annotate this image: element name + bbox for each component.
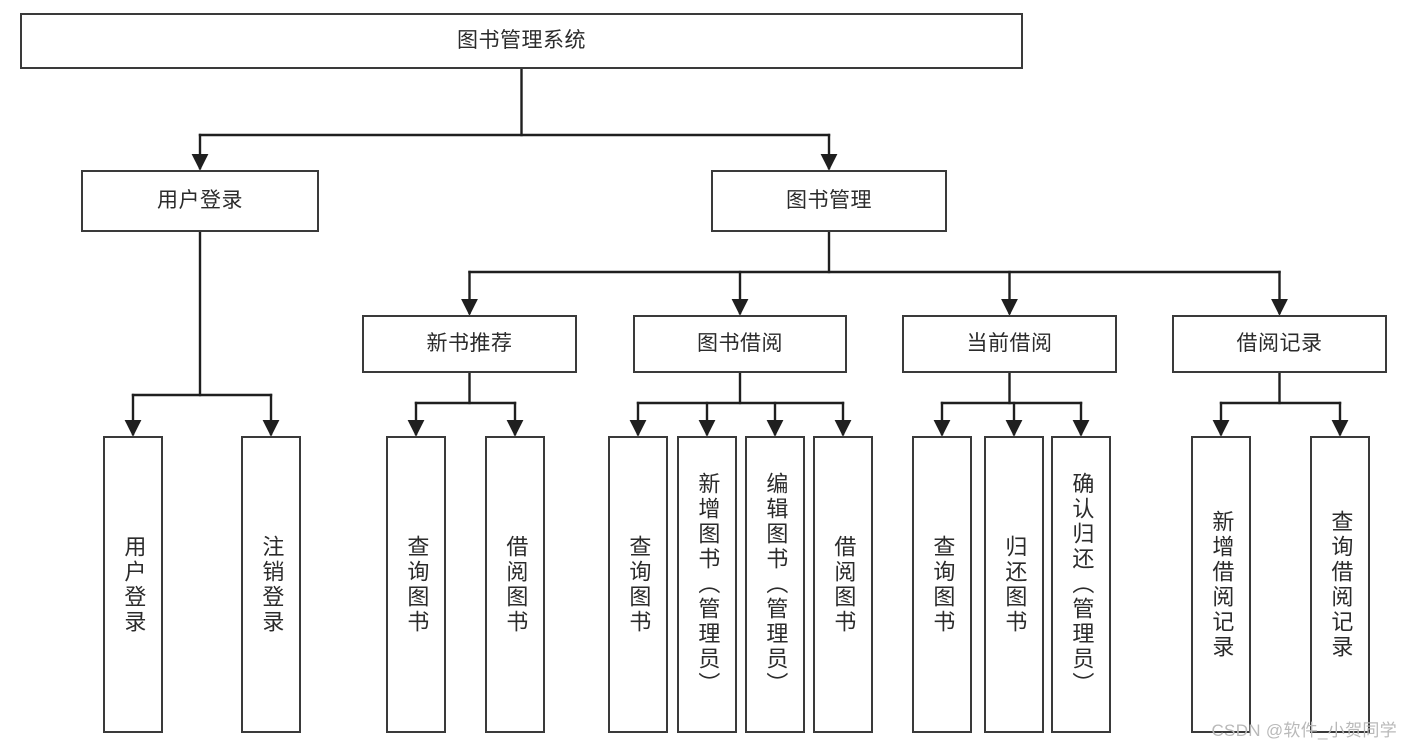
node-book-borrow[interactable]: 图书借阅 (633, 315, 847, 373)
node-book-borrow-label: 图书借阅 (697, 332, 783, 356)
node-leaf-add-book[interactable]: 新增图书（管理员） (677, 436, 737, 733)
node-leaf-borrow-book-1[interactable]: 借阅图书 (485, 436, 545, 733)
node-leaf-query-book-3-label: 查询图书 (930, 534, 956, 635)
node-leaf-query-record[interactable]: 查询借阅记录 (1310, 436, 1370, 733)
node-leaf-add-book-label: 新增图书（管理员） (695, 472, 721, 697)
node-new-book-recommend[interactable]: 新书推荐 (362, 315, 577, 373)
node-leaf-return-book-label: 归还图书 (1002, 534, 1028, 635)
node-book-manage-label: 图书管理 (786, 189, 872, 213)
node-leaf-add-record-label: 新增借阅记录 (1209, 509, 1235, 660)
node-borrow-record-label: 借阅记录 (1236, 332, 1323, 356)
node-leaf-borrow-book-1-label: 借阅图书 (503, 534, 529, 635)
node-leaf-borrow-book-2[interactable]: 借阅图书 (813, 436, 873, 733)
node-leaf-borrow-book-2-label: 借阅图书 (831, 534, 857, 635)
node-borrow-record[interactable]: 借阅记录 (1172, 315, 1387, 373)
node-leaf-confirm-return[interactable]: 确认归还（管理员） (1051, 436, 1111, 733)
node-leaf-edit-book[interactable]: 编辑图书（管理员） (745, 436, 805, 733)
node-leaf-query-book-3[interactable]: 查询图书 (912, 436, 972, 733)
node-current-borrow-label: 当前借阅 (966, 332, 1053, 356)
node-root[interactable]: 图书管理系统 (20, 13, 1023, 69)
node-leaf-edit-book-label: 编辑图书（管理员） (763, 472, 789, 697)
node-leaf-query-book-1[interactable]: 查询图书 (386, 436, 446, 733)
node-user-login-label: 用户登录 (157, 189, 243, 213)
node-leaf-return-book[interactable]: 归还图书 (984, 436, 1044, 733)
node-new-book-recommend-label: 新书推荐 (426, 332, 513, 356)
node-root-label: 图书管理系统 (457, 29, 586, 53)
node-book-manage[interactable]: 图书管理 (711, 170, 947, 232)
node-leaf-query-record-label: 查询借阅记录 (1328, 509, 1354, 660)
node-leaf-query-book-2[interactable]: 查询图书 (608, 436, 668, 733)
node-current-borrow[interactable]: 当前借阅 (902, 315, 1117, 373)
node-leaf-user-login[interactable]: 用户登录 (103, 436, 163, 733)
node-leaf-user-login-label: 用户登录 (121, 534, 147, 635)
node-leaf-query-book-1-label: 查询图书 (404, 534, 430, 635)
node-leaf-logout-label: 注销登录 (259, 534, 285, 635)
watermark-credit: CSDN @软件_小贺同学 (1211, 721, 1397, 740)
node-leaf-query-book-2-label: 查询图书 (626, 534, 652, 635)
node-leaf-confirm-return-label: 确认归还（管理员） (1069, 472, 1095, 697)
node-leaf-add-record[interactable]: 新增借阅记录 (1191, 436, 1251, 733)
node-user-login[interactable]: 用户登录 (81, 170, 319, 232)
node-leaf-logout[interactable]: 注销登录 (241, 436, 301, 733)
